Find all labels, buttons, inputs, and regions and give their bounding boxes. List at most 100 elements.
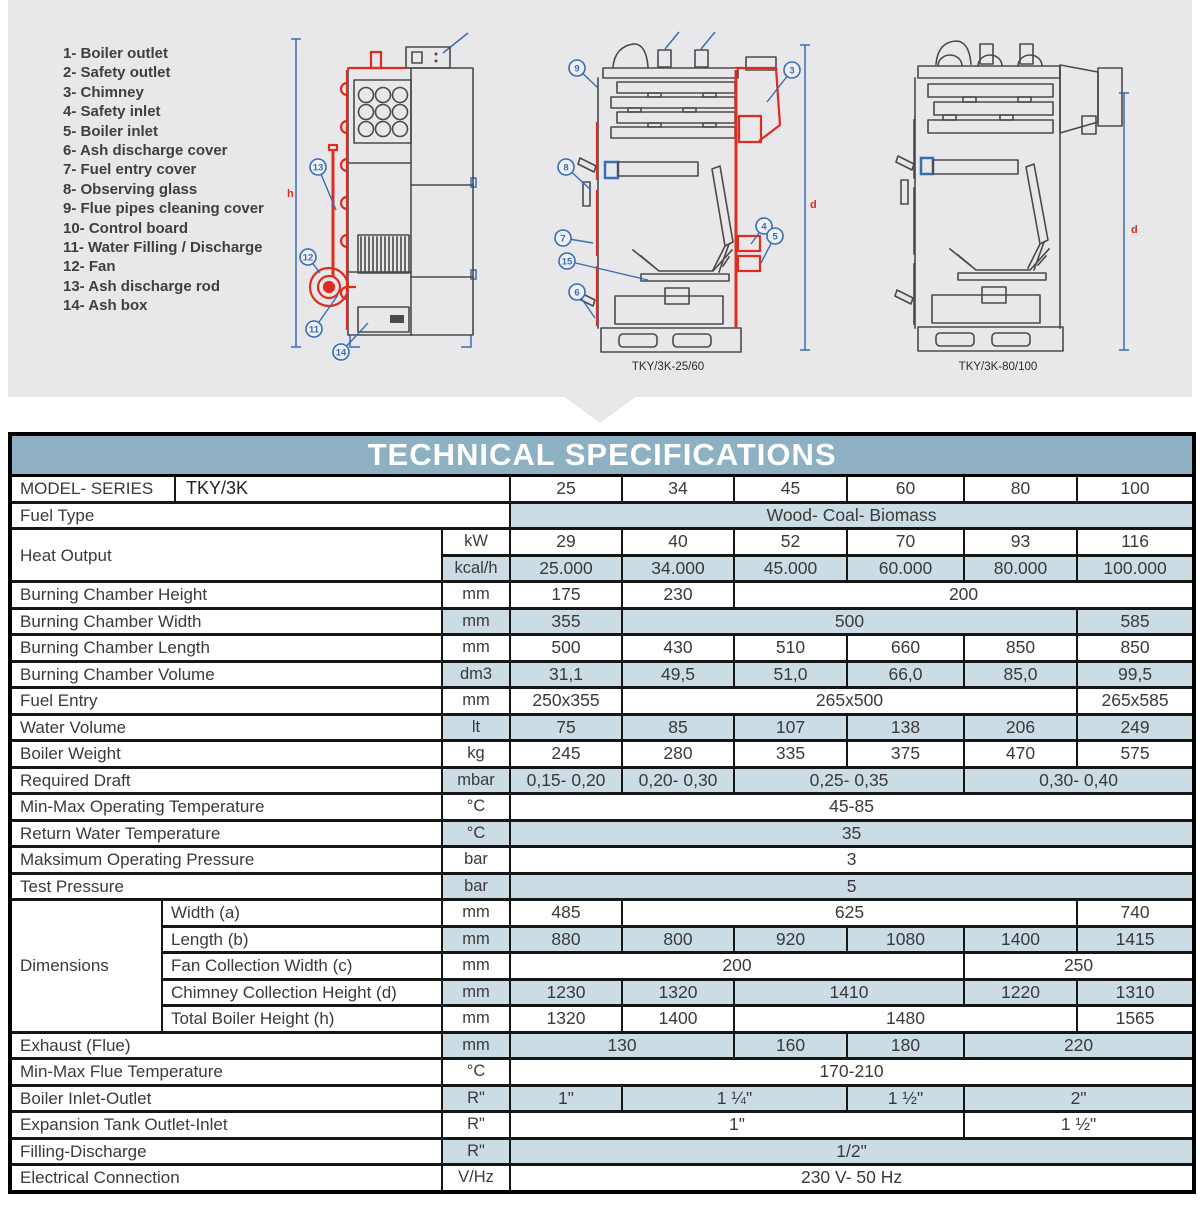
chimney-dimension-line: [603, 31, 810, 351]
row-label: TKY/3K: [174, 474, 511, 504]
parts-list-item: 13- Ash discharge rod: [63, 277, 220, 295]
fan-icon: [308, 266, 356, 308]
value-cell: 170-210: [508, 1057, 1196, 1087]
dim-label-h: h: [287, 188, 294, 200]
model-label-80-100: TKY/3K-80/100: [959, 361, 1038, 373]
value-cell: 1 ½": [846, 1083, 965, 1113]
row-label: Total Boiler Height (h): [161, 1004, 443, 1034]
chimney-dimension-line: [919, 92, 1129, 351]
insulation-dome: [935, 40, 972, 65]
row-label: Min-Max Operating Temperature: [9, 792, 443, 822]
callout-number: 8: [563, 163, 568, 174]
boiler-side-view-diagram: h: [287, 32, 477, 361]
value-cell: 25: [509, 474, 623, 504]
value-cell: 1/2": [508, 1136, 1196, 1166]
row-label: Heat Output: [9, 527, 443, 583]
chimney-collector-box: [1097, 67, 1123, 127]
callout-number: 3: [789, 66, 794, 77]
value-cell: 3: [508, 845, 1196, 875]
base: [917, 326, 1064, 352]
table-title: TECHNICAL SPECIFICATIONS: [10, 434, 1195, 477]
value-cell: 60.000: [846, 553, 965, 583]
boiler-section-diagram-80-100: d: [894, 40, 1138, 373]
row-label: Chimney Collection Height (d): [161, 977, 443, 1007]
callout-circle: [783, 61, 801, 79]
value-cell: 45-85: [508, 792, 1196, 822]
value-cell: 355: [509, 606, 623, 636]
value-cell: 1410: [733, 977, 965, 1007]
safety-outlet-stub: [1019, 43, 1034, 65]
callout-circle: [305, 320, 323, 338]
boiler-section-diagram-25-60: d: [554, 31, 817, 373]
callout-circle: [766, 227, 784, 245]
flue-tubes: [357, 86, 409, 272]
value-cell: 575: [1075, 739, 1196, 769]
safety-inlet-stub: [736, 234, 762, 253]
cover-linkage: [1026, 240, 1046, 272]
callout-number: 13: [313, 163, 324, 174]
unit-cell: dm3: [441, 659, 511, 689]
parts-list-item: 6- Ash discharge cover: [63, 142, 228, 160]
parts-list-item: 7- Fuel entry cover: [63, 161, 197, 179]
row-label: Fuel Type: [9, 500, 511, 530]
value-cell: 99,5: [1075, 659, 1196, 689]
row-label: Maksimum Operating Pressure: [9, 845, 443, 875]
value-cell: 52: [733, 527, 848, 557]
value-cell: 138: [846, 712, 965, 742]
value-cell: 1320: [621, 977, 735, 1007]
value-cell: 85: [621, 712, 735, 742]
v-grate: [948, 247, 1051, 271]
row-label: Electrical Connection: [9, 1163, 443, 1193]
row-label: Length (b): [161, 924, 443, 954]
value-cell: 49,5: [621, 659, 735, 689]
chimney-duct: [1059, 64, 1099, 134]
value-cell: 880: [509, 924, 623, 954]
row-label: Burning Chamber Height: [9, 580, 443, 610]
baffle-shelf: [932, 159, 1019, 175]
baffle-shelf: [617, 161, 699, 177]
value-cell: 34.000: [621, 553, 735, 583]
value-cell: 80.000: [963, 553, 1078, 583]
row-label: Fan Collection Width (c): [161, 951, 443, 981]
value-cell: 45: [733, 474, 848, 504]
row-label: Boiler Inlet-Outlet: [9, 1083, 443, 1113]
value-cell: 100: [1075, 474, 1196, 504]
value-cell: 66,0: [846, 659, 965, 689]
callout-number: 4: [761, 222, 767, 233]
row-label: Water Volume: [9, 712, 443, 742]
parts-list-item: 10- Control board: [63, 219, 189, 237]
callout-circle: [568, 59, 586, 77]
value-cell: 200: [509, 951, 965, 981]
row-label: Fuel Entry: [9, 686, 443, 716]
value-cell: 2": [962, 1083, 1196, 1113]
unit-cell: kW: [441, 527, 511, 557]
value-cell: 5: [508, 871, 1196, 901]
value-cell: 375: [846, 739, 965, 769]
value-cell: 740: [1075, 898, 1196, 928]
row-label: Dimensions: [9, 898, 163, 1034]
callout-number: 6: [574, 288, 579, 299]
unit-cell: mm: [441, 580, 511, 610]
value-cell: 585: [1075, 606, 1196, 636]
value-cell: 180: [846, 1030, 965, 1060]
top-scallops: [937, 54, 1043, 67]
dim-label-d: d: [1131, 224, 1138, 236]
value-cell: 160: [733, 1030, 848, 1060]
grate: [357, 234, 410, 274]
callout-circle: [557, 158, 575, 176]
value-cell: 500: [621, 606, 1078, 636]
flue-tube-plate: [353, 79, 412, 144]
value-cell: 500: [509, 633, 623, 663]
safety-outlet-stub: [694, 49, 709, 68]
